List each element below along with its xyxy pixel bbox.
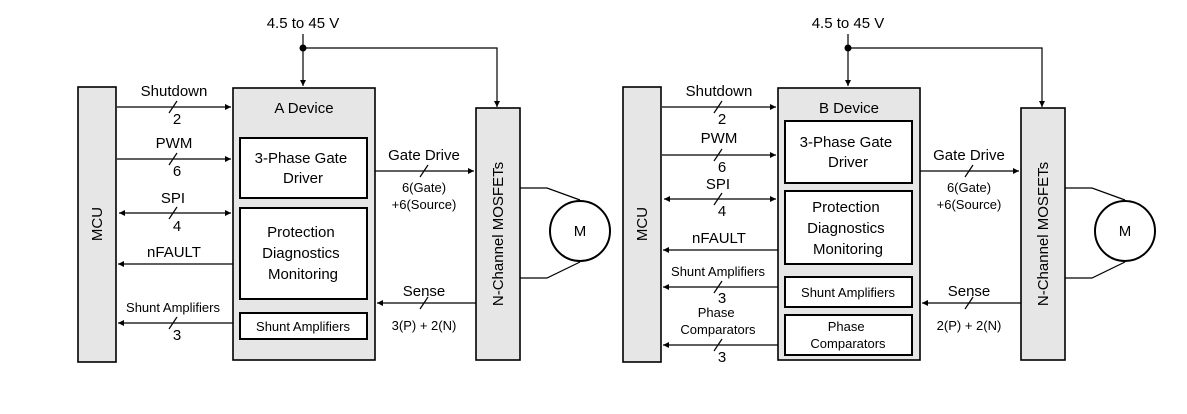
shutdown-label: Shutdown bbox=[686, 83, 753, 100]
shunt-amp-block bbox=[239, 312, 368, 340]
phase-out-label: Phase Comparators bbox=[680, 305, 756, 337]
shunt-amp-block-label: Shunt Amplifiers bbox=[801, 285, 895, 300]
sense-count: 2(P) + 2(N) bbox=[937, 318, 1002, 333]
shutdown-label: Shutdown bbox=[141, 83, 208, 100]
gate-driver-label: 3-Phase Gate Driver bbox=[800, 134, 897, 171]
gate-drive-line1: 6(Gate) bbox=[402, 180, 446, 195]
shunt-out-label: Shunt Amplifiers bbox=[671, 264, 765, 279]
nfault-label: nFAULT bbox=[147, 244, 201, 261]
phase-out-count: 3 bbox=[718, 349, 726, 366]
shunt-amp-block bbox=[784, 276, 913, 308]
pwm-count: 6 bbox=[173, 163, 181, 180]
pwm-label: PWM bbox=[156, 135, 193, 152]
gate-driver-block bbox=[239, 137, 368, 199]
shunt-out-count: 3 bbox=[173, 327, 181, 344]
spi-count: 4 bbox=[718, 203, 726, 220]
supply-label: 4.5 to 45 V bbox=[812, 15, 885, 32]
spi-label: SPI bbox=[161, 190, 185, 207]
supply-label: 4.5 to 45 V bbox=[267, 15, 340, 32]
pwm-label: PWM bbox=[701, 130, 738, 147]
phase-comparators-label: Phase Comparators bbox=[810, 319, 886, 351]
gate-drive-line2: +6(Source) bbox=[392, 197, 457, 212]
gate-drive-label: Gate Drive bbox=[933, 147, 1005, 164]
mosfet-label: N-Channel MOSFETs bbox=[1035, 162, 1052, 306]
motor-circle bbox=[1094, 200, 1156, 262]
protection-block bbox=[239, 207, 368, 300]
device-title: B Device bbox=[819, 100, 879, 117]
shunt-out-label: Shunt Amplifiers bbox=[126, 300, 220, 315]
motor-label: M bbox=[574, 223, 587, 240]
mcu-label: MCU bbox=[634, 207, 651, 241]
pwm-count: 6 bbox=[718, 159, 726, 176]
spi-label: SPI bbox=[706, 176, 730, 193]
gate-drive-label: Gate Drive bbox=[388, 147, 460, 164]
shutdown-count: 2 bbox=[718, 111, 726, 128]
spi-count: 4 bbox=[173, 218, 181, 235]
gate-driver-block bbox=[784, 120, 913, 184]
mosfet-label: N-Channel MOSFETs bbox=[490, 162, 507, 306]
protection-label: Protection Diagnostics Monitoring bbox=[262, 224, 344, 283]
sense-label: Sense bbox=[948, 283, 991, 300]
sense-count: 3(P) + 2(N) bbox=[392, 318, 457, 333]
diagram-b: 4.5 to 45 V MCU B Device 3-Phase Gate Dr… bbox=[622, 15, 1156, 366]
gate-drive-line2: +6(Source) bbox=[937, 197, 1002, 212]
diagram-a: 4.5 to 45 V MCU A Device 3-Phase Gate Dr… bbox=[77, 15, 611, 363]
shunt-amp-block-label: Shunt Amplifiers bbox=[256, 319, 350, 334]
motor-circle bbox=[549, 200, 611, 262]
mcu-block bbox=[622, 86, 662, 363]
shunt-out-count: 3 bbox=[718, 290, 726, 307]
gate-driver-label: 3-Phase Gate Driver bbox=[255, 150, 352, 187]
sense-label: Sense bbox=[403, 283, 446, 300]
device-title: A Device bbox=[274, 100, 333, 117]
mcu-block bbox=[77, 86, 117, 363]
protection-block bbox=[784, 190, 913, 265]
mosfet-block bbox=[1020, 107, 1066, 361]
nfault-label: nFAULT bbox=[692, 230, 746, 247]
gate-drive-line1: 6(Gate) bbox=[947, 180, 991, 195]
protection-label: Protection Diagnostics Monitoring bbox=[807, 199, 889, 258]
motor-label: M bbox=[1119, 223, 1132, 240]
mosfet-block bbox=[475, 107, 521, 361]
phase-comparators-block bbox=[784, 314, 913, 356]
mcu-label: MCU bbox=[89, 207, 106, 241]
shutdown-count: 2 bbox=[173, 111, 181, 128]
